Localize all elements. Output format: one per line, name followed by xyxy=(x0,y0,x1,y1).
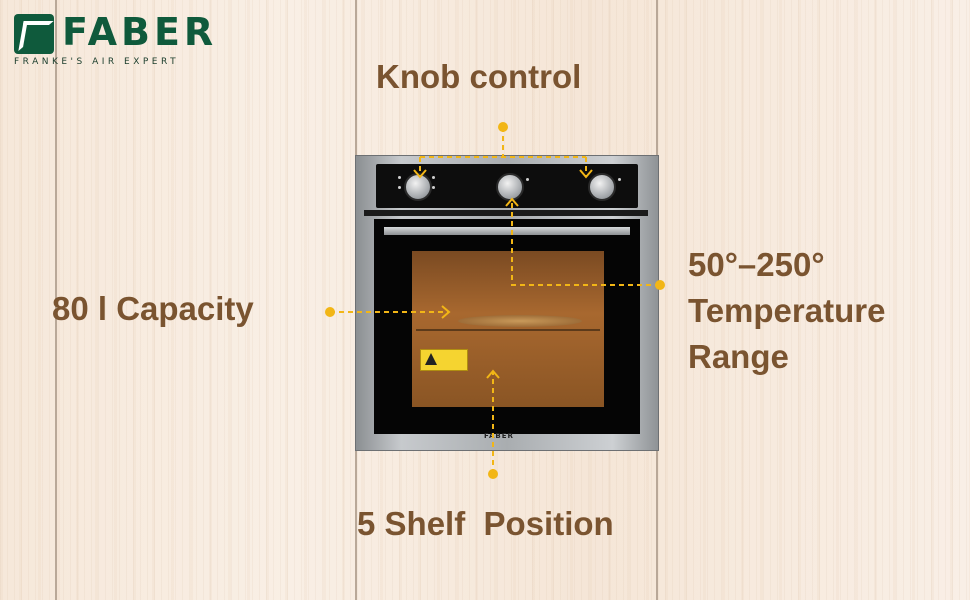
door-top-bar xyxy=(364,210,648,216)
hot-surface-warning-icon xyxy=(420,349,468,371)
temperature-guide-dot xyxy=(655,280,665,290)
temperature-range-value: 50°–250° xyxy=(688,246,825,283)
pizza-icon xyxy=(458,315,582,327)
oven-brand-badge: FABER xyxy=(484,432,514,440)
knob-guide-dot xyxy=(498,122,508,132)
knob-arrow-icon xyxy=(579,169,593,179)
logo-wordmark: FABER xyxy=(62,10,218,54)
temperature-guide-line xyxy=(511,200,660,286)
temperature-arrow-icon xyxy=(505,197,519,207)
feature-capacity: 80 l Capacity xyxy=(52,290,254,327)
faber-logo-icon xyxy=(14,14,54,54)
oven-door xyxy=(374,219,640,434)
shelf-guide-dot xyxy=(488,469,498,479)
range-word: Range xyxy=(688,338,789,375)
oven-rack xyxy=(416,329,600,331)
temperature-word: Temperature xyxy=(688,292,886,329)
function-knob-icon xyxy=(404,173,432,201)
faber-logo: FABER FRANKE'S AIR EXPERT xyxy=(14,10,264,70)
plank-divider xyxy=(55,0,57,600)
shelf-arrow-icon xyxy=(486,369,500,379)
knob-guide-line xyxy=(419,127,587,176)
oven-window xyxy=(412,251,604,407)
feature-shelf-position: 5 Shelf Position xyxy=(357,505,614,542)
feature-temperature: 50°–250° Temperature Range xyxy=(688,242,885,380)
temperature-knob-icon xyxy=(588,173,616,201)
capacity-guide-dot xyxy=(325,307,335,317)
oven-image: FABER xyxy=(355,155,659,451)
capacity-arrow-icon xyxy=(441,305,451,319)
timer-knob-icon xyxy=(496,173,524,201)
control-panel xyxy=(376,164,638,208)
knob-arrow-icon xyxy=(413,169,427,179)
door-handle xyxy=(384,227,630,235)
feature-knob-control: Knob control xyxy=(376,58,582,95)
logo-tagline: FRANKE'S AIR EXPERT xyxy=(14,57,180,67)
